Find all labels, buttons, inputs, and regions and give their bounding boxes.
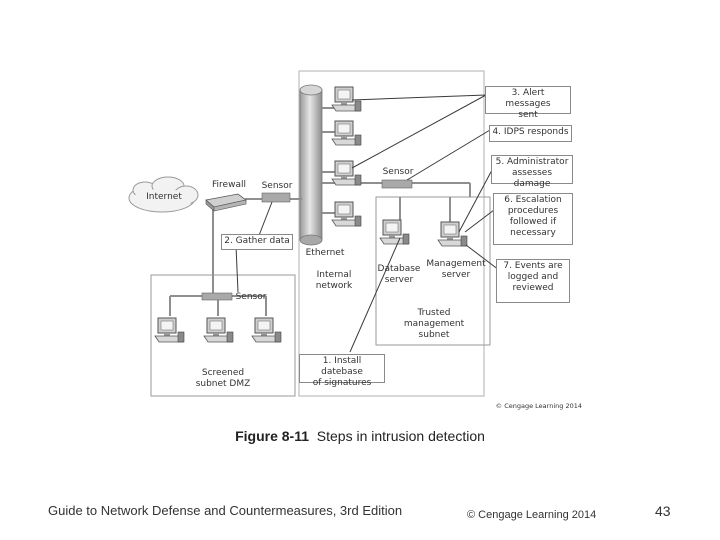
- internet-label: Internet: [146, 192, 182, 202]
- sensor-mid-label: Sensor: [382, 167, 414, 177]
- step-7-box: 7. Events are logged and reviewed: [496, 259, 570, 303]
- internal-workstation-3: [331, 160, 362, 186]
- dmz-server-1: [154, 317, 185, 343]
- footer-book-title: Guide to Network Defense and Countermeas…: [48, 503, 403, 518]
- sensor-dmz: [201, 292, 233, 301]
- internet-cloud-icon: [128, 176, 199, 213]
- diagram-copyright: © Cengage Learning 2014: [495, 402, 582, 410]
- internal-network-label: Internal network: [315, 270, 353, 291]
- dmz-server-2: [203, 317, 234, 343]
- firewall-label: Firewall: [212, 180, 246, 190]
- trusted-subnet-box: [375, 196, 491, 346]
- internal-network-area: [298, 70, 485, 397]
- ethernet-label: Ethernet: [305, 248, 345, 258]
- step-4-box: 4. IDPS responds: [489, 125, 572, 142]
- step-5-box: 5. Administrator assesses damage: [491, 155, 573, 189]
- management-server-label: Management server: [426, 259, 486, 280]
- trusted-subnet-label: Trusted management subnet: [403, 308, 465, 340]
- sensor-top: [261, 192, 291, 203]
- figure-title: Steps in intrusion detection: [316, 428, 485, 444]
- internal-workstation-2: [331, 120, 362, 146]
- internal-workstation-4: [331, 201, 362, 227]
- internal-workstation-1: [331, 86, 362, 112]
- screened-subnet-label: Screened subnet DMZ: [195, 368, 251, 389]
- database-server-icon: [379, 219, 410, 245]
- footer-copyright: © Cengage Learning 2014: [467, 509, 597, 521]
- sensor-top-label: Sensor: [261, 181, 293, 191]
- step-6-box: 6. Escalation procedures followed if nec…: [493, 193, 573, 245]
- screened-subnet-box: [150, 274, 296, 397]
- database-server-label: Database server: [377, 264, 421, 285]
- step-1-box: 1. Install datebase of signatures: [299, 354, 385, 388]
- page-number: 43: [655, 503, 671, 519]
- sensor-dmz-label: Sensor: [235, 292, 267, 302]
- figure-label: Figure 8-11: [235, 428, 310, 444]
- step-3-box: 3. Alert messages sent: [485, 86, 571, 120]
- dmz-server-3: [251, 317, 282, 343]
- step-2-box: 2. Gather data: [221, 234, 293, 250]
- figure-caption: Figure 8-11 Steps in intrusion detection: [0, 428, 720, 444]
- sensor-mid: [381, 179, 413, 189]
- ethernet-backbone: [299, 89, 323, 241]
